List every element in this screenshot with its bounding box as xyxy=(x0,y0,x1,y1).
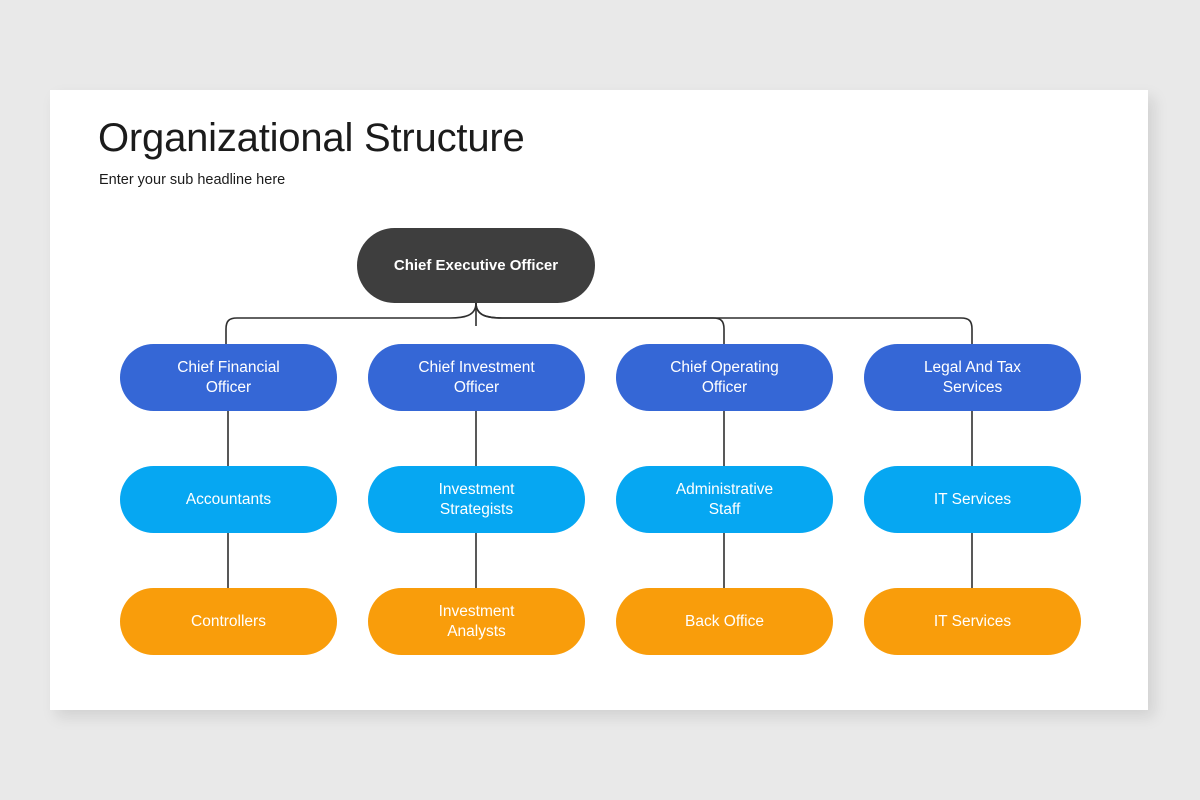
node-investment-strategists[interactable]: Investment Strategists xyxy=(368,466,585,533)
page-title: Organizational Structure xyxy=(98,116,525,160)
node-chief-investment-officer[interactable]: Chief Investment Officer xyxy=(368,344,585,411)
node-accountants[interactable]: Accountants xyxy=(120,466,337,533)
node-chief-executive-officer[interactable]: Chief Executive Officer xyxy=(357,228,595,303)
node-administrative-staff[interactable]: Administrative Staff xyxy=(616,466,833,533)
slide-card: Organizational Structure Enter your sub … xyxy=(50,90,1148,710)
page-subtitle: Enter your sub headline here xyxy=(99,172,286,188)
node-controllers[interactable]: Controllers xyxy=(120,588,337,655)
node-back-office[interactable]: Back Office xyxy=(616,588,833,655)
node-chief-financial-officer[interactable]: Chief Financial Officer xyxy=(120,344,337,411)
node-legal-and-tax-services[interactable]: Legal And Tax Services xyxy=(864,344,1081,411)
org-chart: Chief Executive Officer Chief Financial … xyxy=(50,90,1148,710)
node-investment-analysts[interactable]: Investment Analysts xyxy=(368,588,585,655)
node-chief-operating-officer[interactable]: Chief Operating Officer xyxy=(616,344,833,411)
node-it-services-level2[interactable]: IT Services xyxy=(864,466,1081,533)
node-it-services-level3[interactable]: IT Services xyxy=(864,588,1081,655)
